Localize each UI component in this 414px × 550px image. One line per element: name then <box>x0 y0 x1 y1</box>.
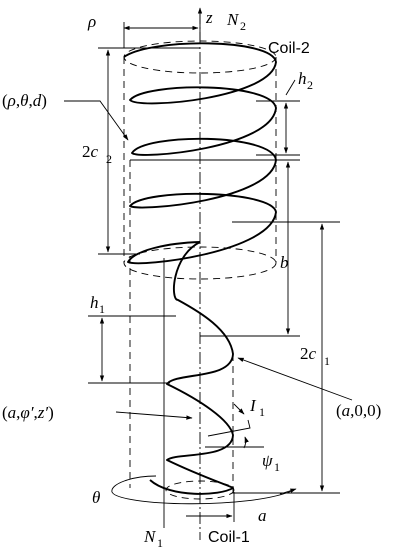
coil1-helix <box>149 241 234 495</box>
two-c1-c: c <box>309 344 317 363</box>
two-c1-pre: 2 <box>300 344 309 363</box>
point-a00-label: (a,0,0) <box>336 401 381 420</box>
rtd-comma1: , <box>16 91 20 110</box>
coil1-label: Coil-1 <box>208 529 250 546</box>
a00-rest: ,0,0) <box>350 401 381 420</box>
apz-z: z′ <box>37 403 49 422</box>
rtd-close: ) <box>41 91 47 110</box>
point-a00-leader <box>237 357 353 401</box>
point-apz-label: (a,φ′,z′) <box>2 403 54 422</box>
theta-label: θ <box>92 488 100 507</box>
point-rho-theta-d-label: (ρ,θ,d) <box>2 91 47 110</box>
h2-subscript: 2 <box>307 78 313 92</box>
a-label: a <box>258 506 267 525</box>
rtd-theta: θ <box>20 91 28 110</box>
apz-close: ) <box>48 403 54 422</box>
current-i1-tangent <box>207 419 251 437</box>
a00-a: a <box>342 401 351 420</box>
two-c1-label: 2c <box>300 344 317 363</box>
coil2-label: Coil-2 <box>268 40 310 57</box>
two-c2-pre: 2 <box>82 142 91 161</box>
point-rho-theta-d-leader <box>64 100 129 141</box>
apz-phi: φ′ <box>20 403 33 422</box>
h2-label: h <box>298 69 307 88</box>
n1-label: N <box>143 527 157 546</box>
current-i1-arrow <box>233 403 245 415</box>
rtd-rho: ρ <box>7 91 16 110</box>
point-apz-leader <box>115 411 193 420</box>
i1-label: I <box>249 396 257 415</box>
coil2-helix <box>123 42 277 265</box>
i1-subscript: 1 <box>259 405 265 419</box>
two-c2-subscript: 2 <box>106 152 112 166</box>
apz-comma2: , <box>34 403 38 422</box>
h1-label: h <box>90 293 99 312</box>
psi1-arc <box>243 436 249 449</box>
apz-a: a <box>8 403 17 422</box>
b-label: b <box>280 253 289 272</box>
z-axis-label: z <box>205 8 213 27</box>
psi1-label: ψ <box>262 451 273 470</box>
two-c2-label: 2c <box>82 142 99 161</box>
two-c2-c: c <box>91 142 99 161</box>
rho-label: ρ <box>87 12 96 31</box>
rtd-open: ( <box>2 91 8 110</box>
h1-subscript: 1 <box>99 302 105 316</box>
rtd-comma2: , <box>28 91 32 110</box>
n1-subscript: 1 <box>157 536 163 550</box>
apz-comma1: , <box>16 403 20 422</box>
n2-subscript: 2 <box>240 19 246 33</box>
a00-open: ( <box>336 401 342 420</box>
n2-label: N <box>226 10 240 29</box>
apz-open: ( <box>2 403 8 422</box>
theta-arc <box>111 475 295 505</box>
psi1-subscript: 1 <box>274 460 280 474</box>
h2-leader <box>285 79 296 96</box>
rtd-d: d <box>33 91 42 110</box>
two-c1-subscript: 1 <box>324 354 330 368</box>
